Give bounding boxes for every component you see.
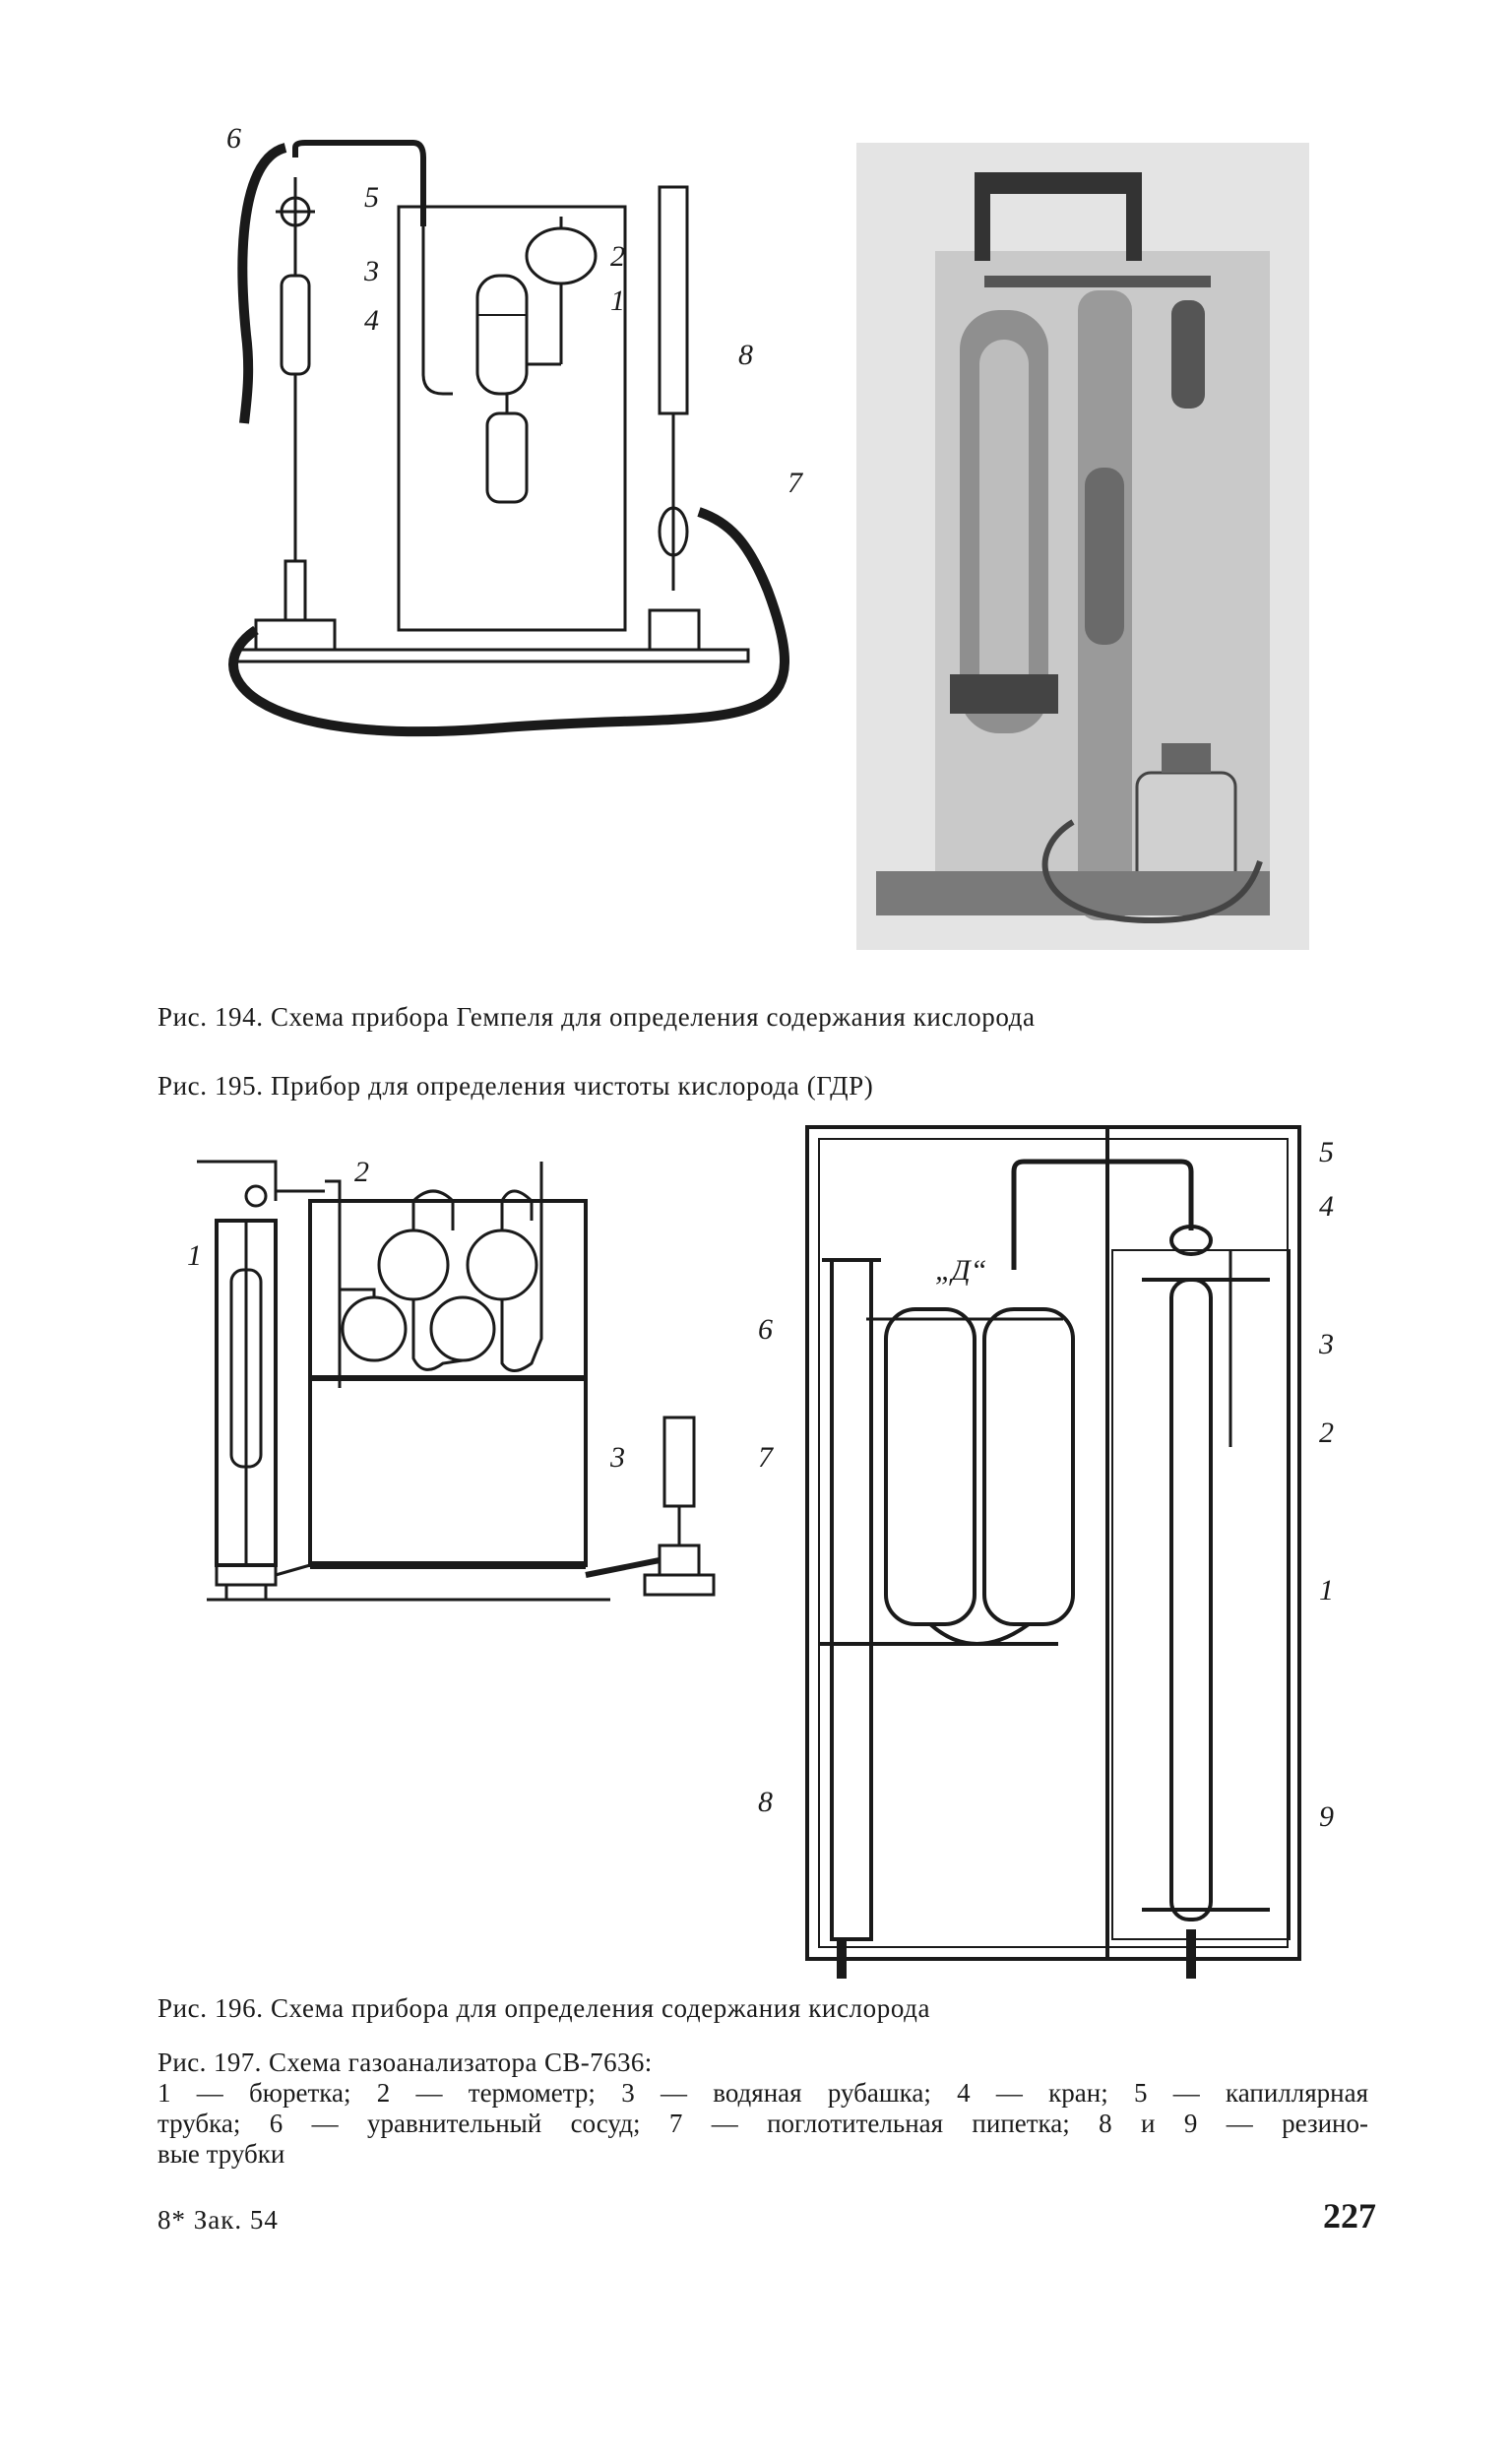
fig194-caption: Рис. 194. Схема прибора Гемпеля для опре…: [158, 1002, 1036, 1032]
gas-analyzer-diagram: 5 4 3 2 1 6 7 8 9 „Д“: [758, 1125, 1334, 1979]
fig195-caption: Рис. 195. Прибор для определения чистоты…: [158, 1071, 874, 1101]
fig196-label-3: 3: [609, 1441, 625, 1474]
fig194-label-5: 5: [364, 181, 379, 214]
fig196-label-2: 2: [354, 1156, 369, 1188]
fig194-label-4: 4: [364, 304, 379, 337]
fig197-label-d: „Д“: [935, 1254, 986, 1287]
oxygen-purity-device-photo: [856, 143, 1309, 950]
fig196-label-1: 1: [187, 1239, 202, 1272]
fig197-label-3: 3: [1318, 1328, 1334, 1360]
fig197-label-9: 9: [1319, 1800, 1334, 1833]
fig197-legend-line-3: вые трубки: [158, 2139, 285, 2169]
hempel-apparatus-diagram: 6 5 3 2 1 4 8 7: [226, 122, 804, 737]
printer-signature: 8* Зак. 54: [158, 2205, 279, 2235]
fig196-caption: Рис. 196. Схема прибора для определения …: [158, 1993, 931, 2023]
fig197-legend-line-1: 1 — бюретка; 2 — термометр; 3 — водяная …: [158, 2078, 1368, 2108]
fig197-label-5: 5: [1319, 1136, 1334, 1168]
fig197-legend: Рис. 197. Схема газоанализатора СВ-7636:…: [158, 2048, 1368, 2170]
oxygen-content-device-diagram: 2 1 3: [187, 1156, 716, 1602]
figure-196-drawing: 2 1 3: [187, 1142, 728, 1605]
fig197-label-6: 6: [758, 1313, 773, 1346]
fig197-legend-line-2: трубка; 6 — уравнительный сосуд; 7 — пог…: [158, 2109, 1368, 2138]
fig197-label-1: 1: [1319, 1574, 1334, 1606]
page-number: 227: [1323, 2196, 1376, 2236]
fig197-label-7: 7: [758, 1441, 775, 1474]
fig194-label-2: 2: [610, 240, 625, 273]
figure-195-photo: [856, 143, 1309, 950]
fig197-label-4: 4: [1319, 1190, 1334, 1223]
fig194-label-3: 3: [363, 255, 379, 287]
fig194-label-8: 8: [738, 339, 753, 371]
fig197-label-2: 2: [1319, 1417, 1334, 1449]
fig194-label-7: 7: [788, 467, 804, 499]
figure-194-drawing: 6 5 3 2 1 4 8 7: [217, 118, 827, 737]
fig197-label-8: 8: [758, 1786, 773, 1818]
fig194-label-1: 1: [610, 284, 625, 317]
fig194-label-6: 6: [226, 122, 241, 155]
figure-197-drawing: 5 4 3 2 1 6 7 8 9 „Д“: [748, 1112, 1358, 1979]
fig197-caption: Рис. 197. Схема газоанализатора СВ-7636:: [158, 2048, 653, 2077]
